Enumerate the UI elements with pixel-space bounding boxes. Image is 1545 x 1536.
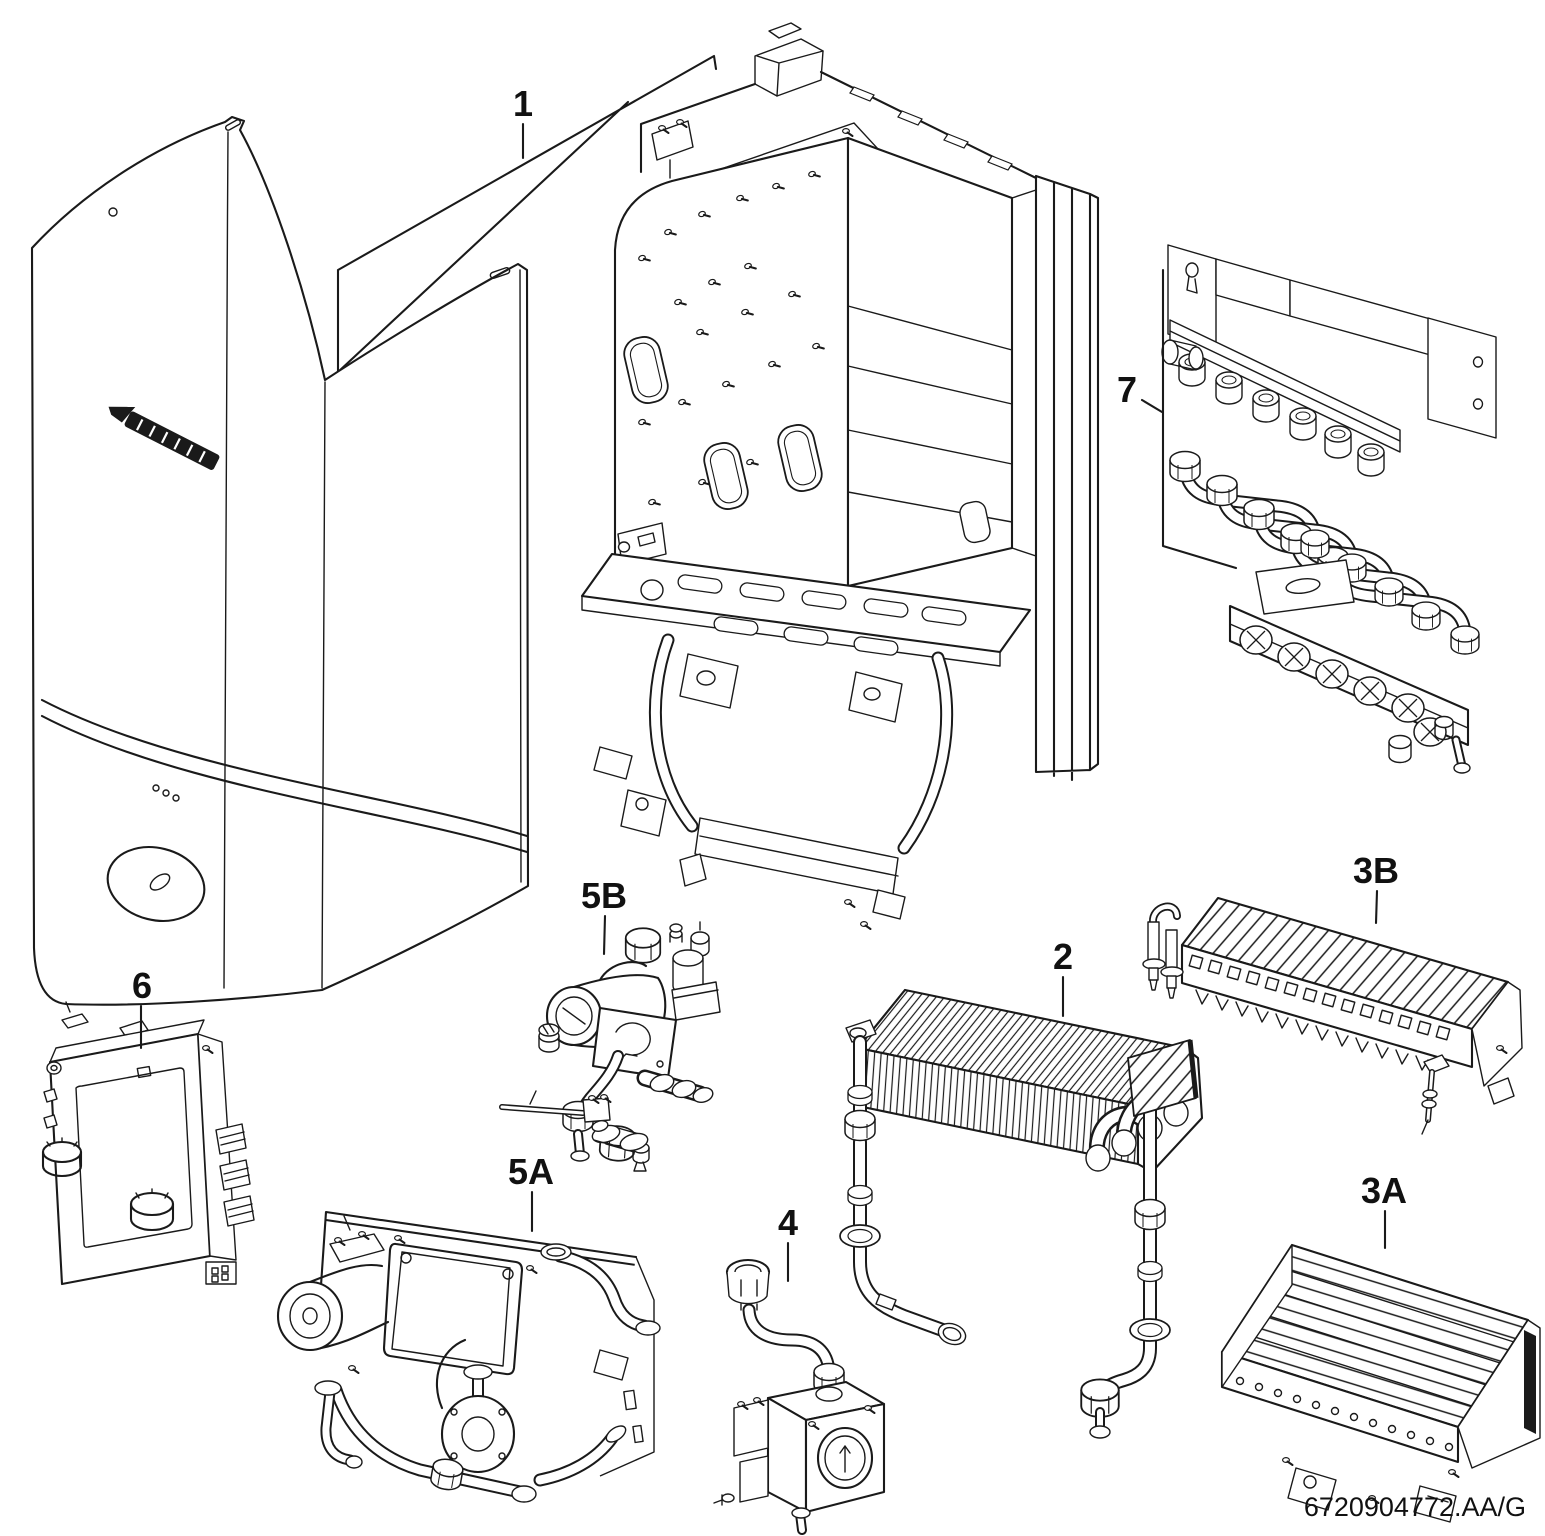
callout-6-label: 6: [132, 965, 152, 1006]
callout-5B-label: 5B: [581, 875, 627, 916]
part-5b-pump-group-drawing: [499, 921, 721, 1172]
callout-5B: 5B: [581, 875, 627, 956]
callout-7-leader: [1140, 268, 1238, 570]
document-number: 6720904772.AA/G: [1304, 1492, 1526, 1522]
callout-5A-label: 5A: [508, 1151, 554, 1192]
panel-indicator-dot: [162, 789, 170, 797]
part-4-gas-valve-drawing: [713, 1258, 886, 1535]
callout-2-label: 2: [1053, 936, 1073, 977]
callout-4-label: 4: [778, 1202, 798, 1243]
callout-3A-label: 3A: [1361, 1170, 1407, 1211]
callout-3B-label: 3B: [1353, 850, 1399, 891]
part-6-control-unit-drawing: [41, 1001, 255, 1286]
panel-indicator-dot: [152, 784, 160, 792]
callout-2: 2: [1053, 936, 1073, 1018]
part-3a-burner-drawing: [1220, 1243, 1541, 1523]
callout-6: 6: [132, 965, 152, 1050]
callout-1-label: 1: [513, 83, 533, 124]
callout-5A: 5A: [508, 1151, 554, 1233]
part-1-casing-drawing: [30, 115, 530, 1006]
part-3b-burner-drawing: [1127, 896, 1523, 1135]
brand-logo-icon: [108, 406, 220, 470]
panel-emblem: [106, 846, 206, 922]
callout-5B-leader: [602, 914, 607, 956]
control-knob: [41, 1137, 83, 1178]
panel-indicator-dot: [172, 794, 180, 802]
part-7-connection-group-drawing: [1161, 244, 1497, 774]
callout-3B: 3B: [1353, 850, 1399, 925]
callout-3B-leader: [1374, 889, 1379, 925]
ignition-electrode: [1421, 1054, 1450, 1135]
callout-1: 1: [513, 83, 533, 160]
part-5a-hydraulic-group-drawing: [276, 1120, 661, 1503]
callout-7: 7: [1117, 268, 1238, 570]
callout-3A: 3A: [1361, 1170, 1407, 1250]
burner-ports: [1188, 954, 1451, 1041]
callout-4: 4: [778, 1202, 798, 1283]
control-knob: [129, 1188, 175, 1232]
heat-cell-chassis-drawing: [580, 22, 1100, 930]
callout-7-label: 7: [1117, 369, 1137, 410]
part-1-side-panel-sheet: [336, 54, 718, 374]
burner-holes: [1235, 1376, 1454, 1452]
callouts: 1 2 3A 3B 4 5A 5B 6 7: [132, 83, 1407, 1283]
electrode-pair: [1142, 902, 1184, 999]
